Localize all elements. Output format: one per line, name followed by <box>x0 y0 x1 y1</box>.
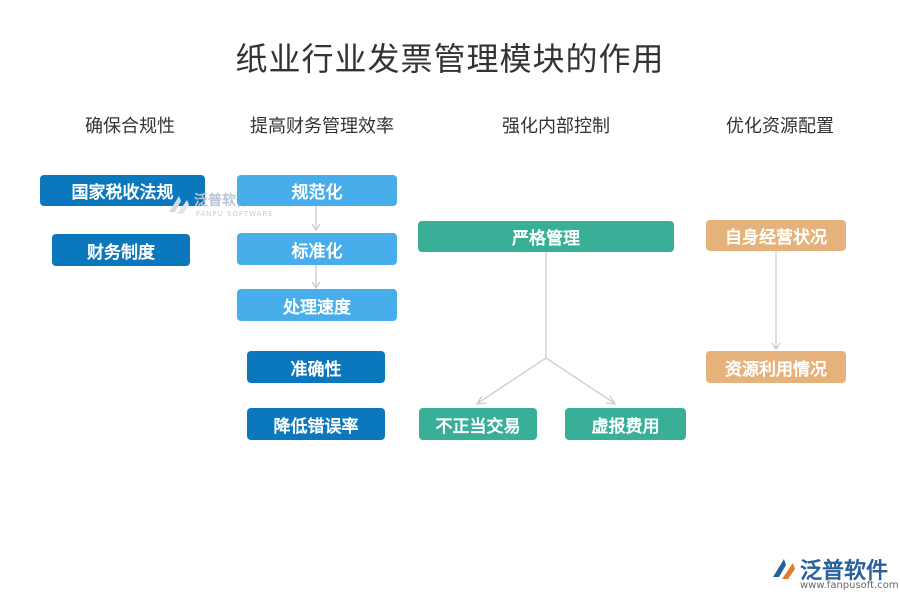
arrowhead-resource <box>771 342 781 351</box>
node-accuracy: 准确性 <box>247 351 385 383</box>
node-reduce-error-rate: 降低错误率 <box>247 408 385 440</box>
watermark-subtext: FANPU SOFTWARE <box>196 210 274 218</box>
page-title: 纸业行业发票管理模块的作用 <box>235 40 665 78</box>
fanpu-logo-icon <box>773 559 795 579</box>
node-strict-management: 严格管理 <box>418 221 674 252</box>
column-heading-efficiency: 提高财务管理效率 <box>250 116 394 137</box>
watermark: 泛普软件 FANPU SOFTWARE <box>166 190 276 220</box>
arrowhead-false-expenses <box>605 395 617 405</box>
column-heading-internal-control: 强化内部控制 <box>502 116 610 137</box>
fanpu-logo-icon <box>169 196 189 214</box>
column-heading-resource-allocation: 优化资源配置 <box>726 116 834 137</box>
node-normalization: 标准化 <box>237 233 397 265</box>
node-false-expenses: 虚报费用 <box>565 408 686 440</box>
node-improper-transactions: 不正当交易 <box>419 408 537 440</box>
node-resource-utilization: 资源利用情况 <box>706 351 846 383</box>
node-processing-speed: 处理速度 <box>237 289 397 321</box>
node-financial-system: 财务制度 <box>52 234 190 266</box>
node-own-operating-status: 自身经营状况 <box>706 220 846 251</box>
connector-to-false-expenses <box>545 357 615 404</box>
column-heading-compliance: 确保合规性 <box>85 116 175 137</box>
arrowhead-speed <box>311 281 321 290</box>
arrowhead-normalization <box>311 223 321 232</box>
connector-to-improper-transactions <box>477 357 547 404</box>
company-logo: 泛普软件 www.fanpusoft.com <box>770 553 899 595</box>
logo-text: 泛普软件 <box>800 559 889 584</box>
logo-url: www.fanpusoft.com <box>800 580 899 591</box>
node-standardization: 规范化 <box>237 175 397 206</box>
watermark-text: 泛普软件 <box>194 193 250 209</box>
arrowhead-improper-transactions <box>475 395 487 405</box>
